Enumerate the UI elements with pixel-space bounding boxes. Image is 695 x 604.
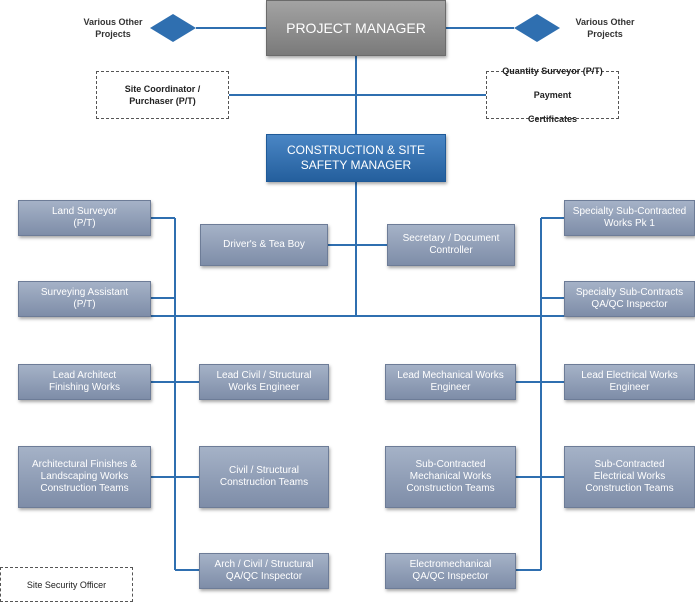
site-security-officer-box: Site Security Officer xyxy=(0,567,133,602)
lead-mechanical-box: Lead Mechanical Works Engineer xyxy=(385,364,516,400)
elec-teams-box: Sub-Contracted Electrical Works Construc… xyxy=(564,446,695,508)
various-projects-right: Various Other Projects xyxy=(575,17,635,39)
various-projects-left: Various Other Projects xyxy=(83,17,143,39)
lead-electrical-box: Lead Electrical Works Engineer xyxy=(564,364,695,400)
quantity-surveyor-box: Quantity Surveyor (P/T) Payment Certific… xyxy=(486,66,619,124)
mech-teams-box: Sub-Contracted Mechanical Works Construc… xyxy=(385,446,516,508)
qs-line1: Quantity Surveyor (P/T) xyxy=(502,66,603,76)
diamond-right xyxy=(514,14,560,42)
site-coordinator-box: Site Coordinator / Purchaser (P/T) xyxy=(96,71,229,119)
lead-architect-box: Lead Architect Finishing Works xyxy=(18,364,151,400)
electromech-qaqc-box: Electromechanical QA/QC Inspector xyxy=(385,553,516,589)
diamond-left xyxy=(150,14,196,42)
surveying-assistant-box: Surveying Assistant (P/T) xyxy=(18,281,151,317)
construction-safety-manager-box: CONSTRUCTION & SITE SAFETY MANAGER xyxy=(266,134,446,182)
specialty-subcontracted-box: Specialty Sub-Contracted Works Pk 1 xyxy=(564,200,695,236)
secretary-box: Secretary / Document Controller xyxy=(387,224,515,266)
arch-civil-qaqc-box: Arch / Civil / Structural QA/QC Inspecto… xyxy=(199,553,329,589)
drivers-tea-boy-box: Driver's & Tea Boy xyxy=(200,224,328,266)
project-manager-box: PROJECT MANAGER xyxy=(266,0,446,56)
arch-finishes-teams-box: Architectural Finishes & Landscaping Wor… xyxy=(18,446,151,508)
qs-line2: Payment xyxy=(533,90,572,100)
civil-teams-box: Civil / Structural Construction Teams xyxy=(199,446,329,508)
qs-line3: Certificates xyxy=(527,114,578,124)
specialty-qaqc-box: Specialty Sub-Contracts QA/QC Inspector xyxy=(564,281,695,317)
land-surveyor-box: Land Surveyor (P/T) xyxy=(18,200,151,236)
lead-civil-box: Lead Civil / Structural Works Engineer xyxy=(199,364,329,400)
